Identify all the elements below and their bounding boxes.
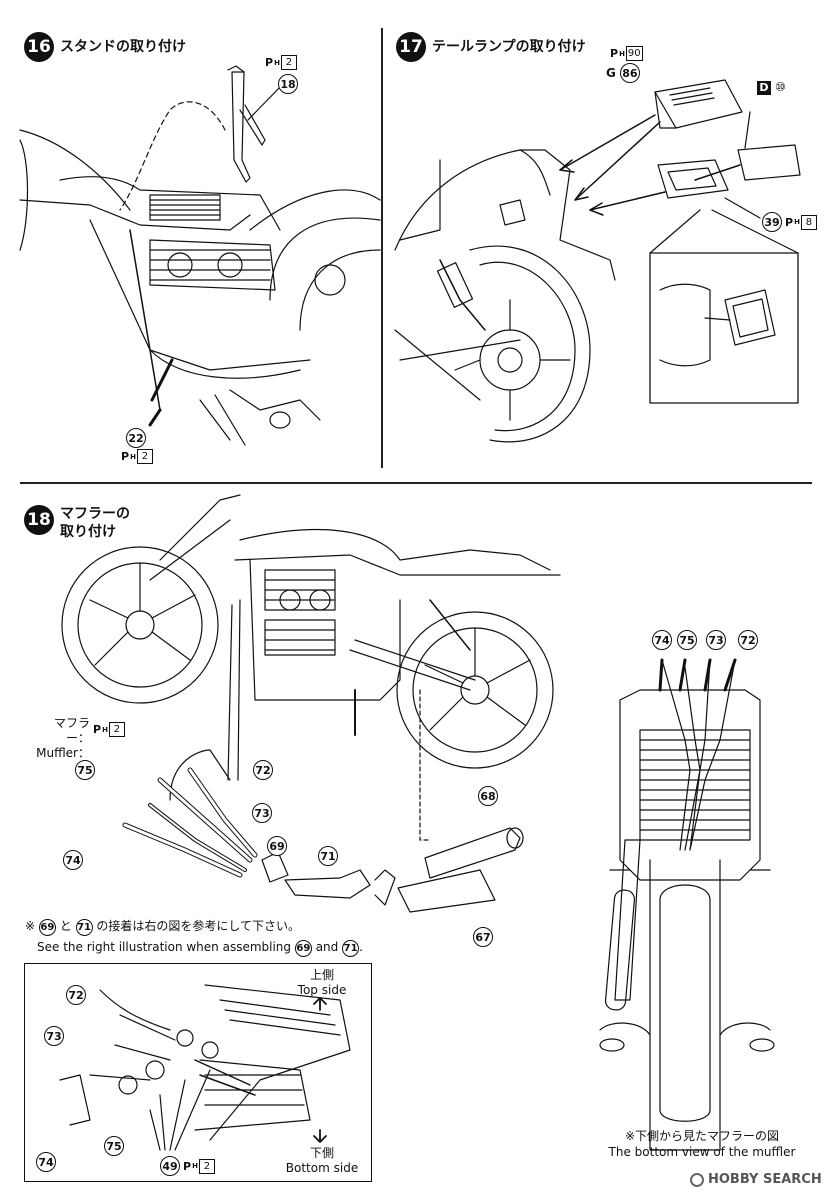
- part-68-callout: 68: [478, 786, 498, 806]
- step16-number: 16: [24, 32, 54, 62]
- note-part-69: 69: [38, 919, 56, 936]
- step16-header: 16 スタンドの取り付け: [24, 32, 186, 62]
- ph-box: 2: [108, 722, 125, 737]
- muffler-bottom-view-illustration: [599, 658, 775, 1151]
- note-mark: ※: [25, 919, 36, 933]
- note-text-jp: の接着は右の図を参考にして下さい。: [96, 919, 301, 933]
- part-67-callout: 67: [473, 927, 493, 947]
- hobby-search-logo-icon: [690, 1172, 704, 1187]
- ph-letter: P: [93, 723, 102, 736]
- part-73-callout: 73: [252, 803, 272, 823]
- bottomview-part-72: 72: [738, 630, 758, 650]
- step18-motorcycle-illustration: [61, 494, 561, 913]
- step17-title: テールランプの取り付け: [432, 39, 586, 55]
- part-g86-callout: G 86: [606, 63, 640, 83]
- watermark-text: HOBBY SEARCH: [708, 1172, 822, 1187]
- bottom-side-label: 下側 Bottom side: [284, 1146, 360, 1176]
- bottomview-part-75: 75: [677, 630, 697, 650]
- assembly-note-en: See the right illustration when assembli…: [37, 939, 363, 957]
- ph-box: 2: [198, 1158, 215, 1174]
- bottom-view-caption-en: The bottom view of the muffler: [608, 1145, 796, 1159]
- muffler-label: マフラー： Muffler：: [32, 716, 90, 761]
- part-69-callout: 69: [267, 836, 287, 856]
- ph-letter: P: [265, 56, 274, 69]
- step18-header: 18 マフラーの 取り付け: [24, 505, 130, 541]
- ph-sub: H: [102, 725, 108, 734]
- ph-sub: H: [130, 452, 136, 461]
- part-74-callout: 74: [63, 850, 83, 870]
- part-86-number: 86: [619, 63, 640, 83]
- joint-detail-illustration: [59, 984, 351, 1151]
- watermark: HOBBY SEARCH: [690, 1172, 822, 1187]
- part-d-number: ⑩: [775, 80, 786, 94]
- ph-letter: P: [610, 47, 619, 60]
- bottom-view-caption: ※下側から見たマフラーの図 The bottom view of the muf…: [592, 1128, 812, 1160]
- ph-box: 2: [136, 449, 153, 464]
- divider-vertical: [381, 28, 383, 468]
- bottom-side-en: Bottom side: [285, 1161, 359, 1175]
- assembly-note: ※ 69 と 71 の接着は右の図を参考にして下さい。 See the righ…: [25, 918, 363, 957]
- part-71-callout: 71: [318, 846, 338, 866]
- ph-box: 2: [280, 55, 297, 70]
- note-period: .: [359, 940, 363, 954]
- detail-part-72: 72: [66, 985, 86, 1005]
- top-side-label: 上側 Top side: [292, 968, 352, 998]
- part-d-letter: D: [757, 80, 771, 95]
- ph-sub: H: [192, 1162, 198, 1170]
- part-72-callout: 72: [253, 760, 273, 780]
- detail-part-74: 74: [36, 1152, 56, 1172]
- ph-sub: H: [274, 58, 280, 67]
- ph-sub: H: [619, 49, 625, 58]
- step18-title-line1: マフラーの: [60, 506, 130, 522]
- note-part-71-en: 71: [342, 940, 360, 957]
- part-d10-callout: D ⑩: [757, 80, 786, 95]
- ph-letter: P: [183, 1159, 192, 1173]
- divider-horizontal: [20, 482, 812, 484]
- note-part-69-en: 69: [294, 940, 312, 957]
- ph-box: 90: [625, 46, 643, 61]
- detail-part-49: 49: [160, 1156, 180, 1176]
- part-18-callout: 18: [278, 74, 298, 94]
- top-side-jp: 上側: [309, 968, 334, 982]
- detail-part-75: 75: [104, 1136, 124, 1156]
- part-39-number: 39: [762, 212, 782, 232]
- note-text-en: See the right illustration when assembli…: [37, 940, 292, 954]
- ph-letter: P: [785, 215, 794, 229]
- bottomview-part-73: 73: [706, 630, 726, 650]
- muffler-label-en: Muffler：: [36, 746, 90, 760]
- detail-part-73: 73: [44, 1026, 64, 1046]
- ph-letter: P: [121, 450, 130, 463]
- step17-rear-illustration: [394, 79, 801, 443]
- bottom-view-caption-jp: ※下側から見たマフラーの図: [624, 1129, 780, 1143]
- step16-title: スタンドの取り付け: [60, 39, 186, 55]
- step18-title-line2: 取り付け: [60, 524, 116, 540]
- muffler-label-jp: マフラー：: [53, 716, 90, 745]
- ph-sub: H: [794, 218, 800, 226]
- ph-box: 8: [800, 214, 817, 230]
- note-and-jp: と: [59, 919, 72, 933]
- step17-number: 17: [396, 32, 426, 62]
- top-side-en: Top side: [297, 983, 347, 997]
- part-75-callout: 75: [75, 760, 95, 780]
- joint-detail-box: [24, 963, 372, 1182]
- part-g-prefix: G: [606, 65, 616, 80]
- part-22-callout: 22: [126, 428, 146, 448]
- note-and-en: and: [315, 940, 339, 954]
- note-part-71: 71: [75, 919, 93, 936]
- step18-number: 18: [24, 505, 54, 535]
- step17-header: 17 テールランプの取り付け: [396, 32, 586, 62]
- step16-motorcycle-illustration: [19, 65, 381, 446]
- bottom-side-jp: 下側: [309, 1146, 334, 1160]
- assembly-note-jp: ※ 69 と 71 の接着は右の図を参考にして下さい。: [25, 918, 363, 936]
- bottomview-part-74: 74: [652, 630, 672, 650]
